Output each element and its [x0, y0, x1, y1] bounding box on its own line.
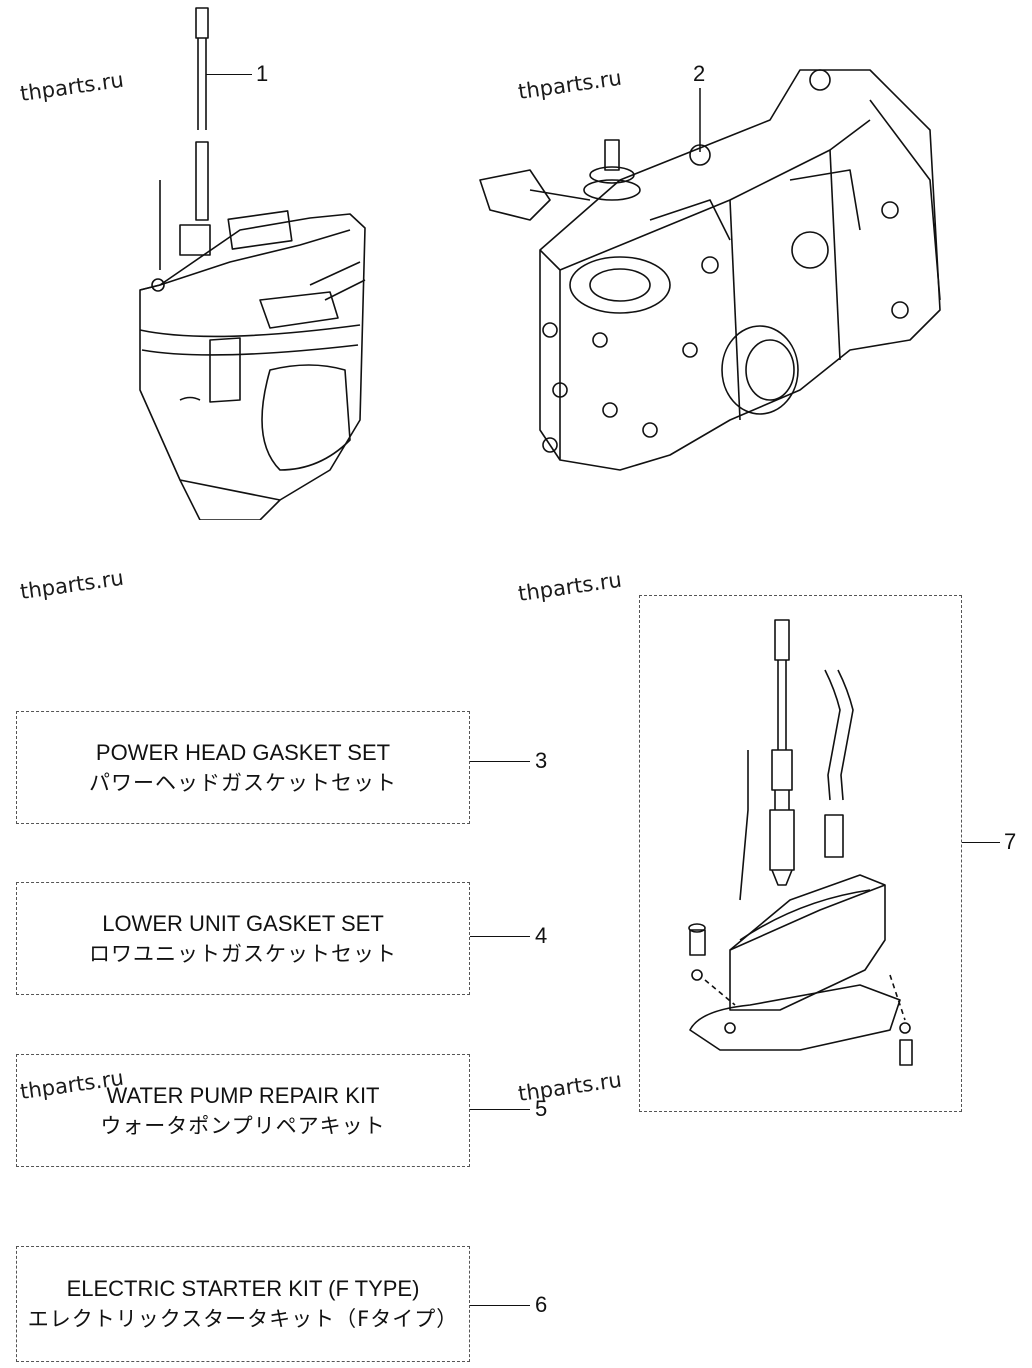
- callout-3: 3: [535, 748, 548, 773]
- leader-6: [470, 1305, 530, 1306]
- leader-1: [206, 74, 252, 75]
- kit-box-water-pump: WATER PUMP REPAIR KIT ウォータポンプリペアキット: [16, 1054, 470, 1167]
- kit-water-pump-ja: ウォータポンプリペアキット: [100, 1113, 386, 1138]
- leader-7: [962, 842, 1000, 843]
- kit-lower-unit-ja: ロワユニットガスケットセット: [89, 941, 397, 966]
- callout-4: 4: [535, 923, 548, 948]
- kit-box-power-head: POWER HEAD GASKET SET パワーヘッドガスケットセット: [16, 711, 470, 824]
- callout-1: 1: [256, 61, 269, 86]
- callout-7: 7: [1004, 829, 1017, 854]
- callout-6: 6: [535, 1292, 548, 1317]
- callout-2: 2: [693, 61, 706, 86]
- upper-casing-kit-box: [639, 595, 962, 1112]
- kit-power-head-en: POWER HEAD GASKET SET: [95, 739, 391, 765]
- leader-2: [699, 88, 701, 152]
- kit-box-lower-unit: LOWER UNIT GASKET SET ロワユニットガスケットセット: [16, 882, 470, 995]
- watermark-3: thparts.ru: [18, 565, 126, 604]
- lower-unit-drawing: [139, 7, 366, 520]
- callout-5: 5: [535, 1096, 548, 1121]
- kit-water-pump-en: WATER PUMP REPAIR KIT: [106, 1082, 380, 1108]
- kit-electric-starter-ja: エレクトリックスタータキット（Fタイプ）: [27, 1307, 459, 1331]
- power-head-drawing: [479, 69, 941, 471]
- leader-4: [470, 936, 530, 937]
- leader-5: [470, 1109, 530, 1110]
- leader-3: [470, 761, 530, 762]
- watermark-1: thparts.ru: [18, 67, 126, 106]
- watermark-4: thparts.ru: [516, 567, 624, 606]
- kit-power-head-ja: パワーヘッドガスケットセット: [89, 770, 397, 795]
- kit-electric-starter-en: ELECTRIC STARTER KIT (F TYPE): [66, 1276, 420, 1301]
- kit-box-electric-starter: ELECTRIC STARTER KIT (F TYPE) エレクトリックスター…: [16, 1246, 470, 1362]
- upper-casing-drawing: [688, 619, 913, 1066]
- watermark-6: thparts.ru: [516, 1067, 624, 1106]
- kit-lower-unit-en: LOWER UNIT GASKET SET: [102, 910, 384, 936]
